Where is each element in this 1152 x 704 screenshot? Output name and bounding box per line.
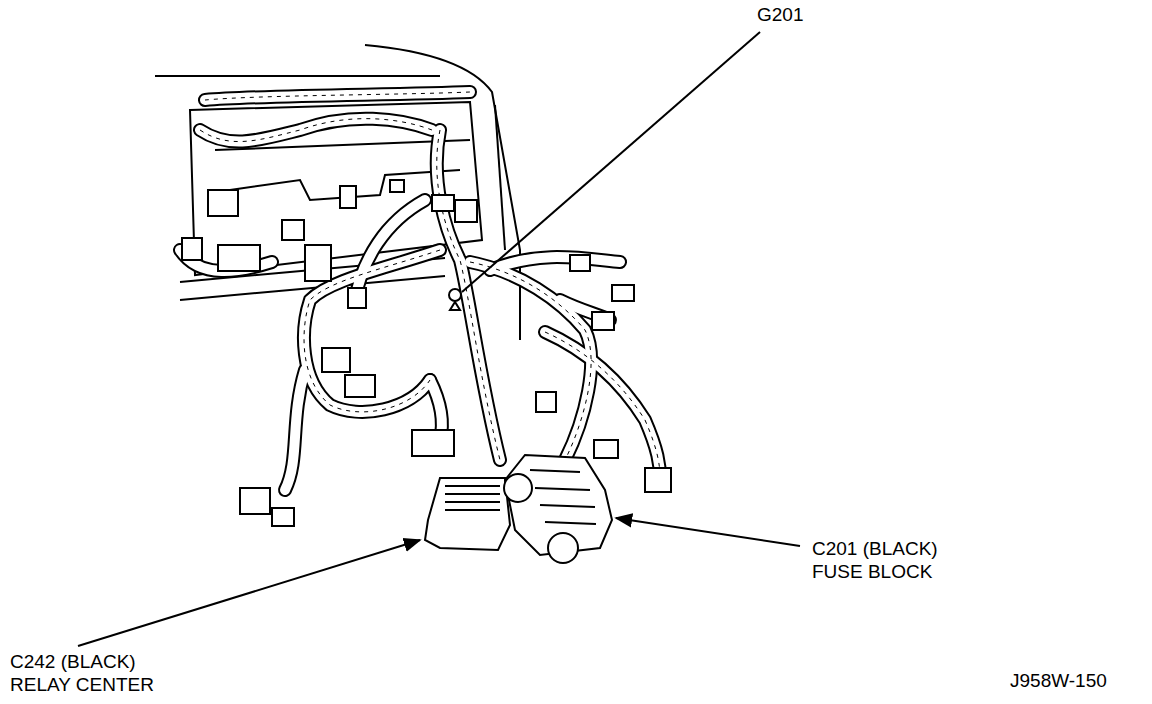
ground-label: G201: [757, 4, 803, 26]
leader-arrow: [78, 540, 420, 646]
connector-label: C201 (BLACK): [812, 538, 938, 560]
connector-label: C242 (BLACK): [10, 651, 136, 673]
leader-line: [462, 32, 760, 292]
component-label: FUSE BLOCK: [812, 561, 932, 583]
component-label: RELAY CENTER: [10, 674, 154, 696]
leader-arrow: [616, 518, 800, 546]
figure-number: J958W-150: [1010, 670, 1107, 692]
